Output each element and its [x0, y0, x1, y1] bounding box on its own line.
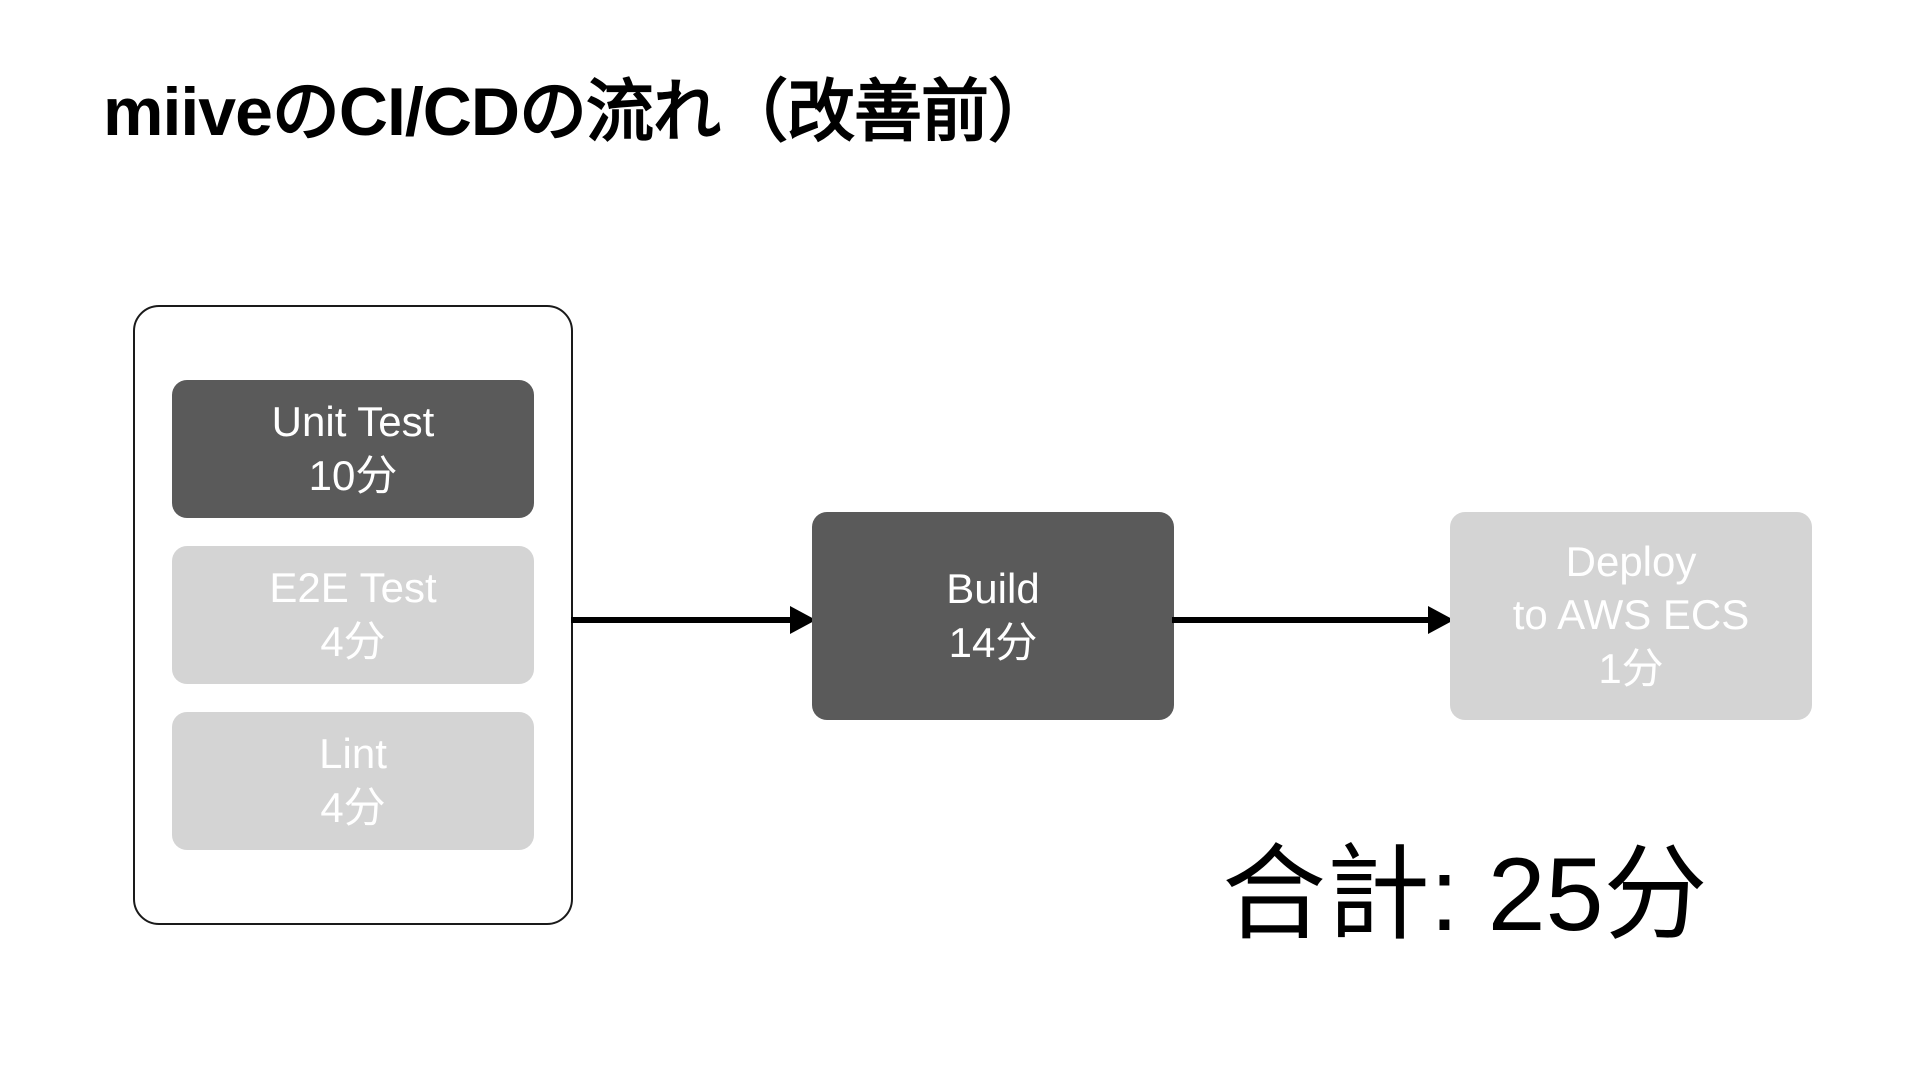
job-duration-deploy: 1分 — [1598, 645, 1664, 693]
job-duration-lint: 4分 — [320, 784, 386, 831]
job-box-e2e-test: E2E Test 4分 — [172, 546, 534, 684]
job-label-e2e-test: E2E Test — [269, 564, 437, 612]
job-label-lint: Lint — [319, 730, 387, 778]
job-box-lint: Lint 4分 — [172, 712, 534, 850]
total-duration-label: 合計: 25分 — [1222, 837, 1708, 953]
job-label-deploy-line1: Deploy — [1565, 538, 1697, 586]
page-title: miiveのCI/CDの流れ（改善前） — [103, 74, 1056, 150]
job-box-unit-test: Unit Test 10分 — [172, 380, 534, 518]
parallel-stage-container: Unit Test 10分 E2E Test 4分 Lint 4分 — [133, 305, 573, 925]
job-duration-build: 14分 — [948, 619, 1038, 666]
job-label-build: Build — [946, 565, 1040, 613]
job-duration-e2e-test: 4分 — [320, 618, 386, 665]
job-label-unit-test: Unit Test — [271, 398, 435, 446]
job-duration-unit-test: 10分 — [308, 452, 398, 499]
job-box-build: Build 14分 — [812, 512, 1174, 720]
job-box-deploy: Deploy to AWS ECS 1分 — [1450, 512, 1812, 720]
arrow-build-to-deploy — [1172, 600, 1454, 640]
job-label-deploy-line2: to AWS ECS — [1512, 591, 1750, 639]
arrow-tests-to-build — [571, 600, 816, 640]
